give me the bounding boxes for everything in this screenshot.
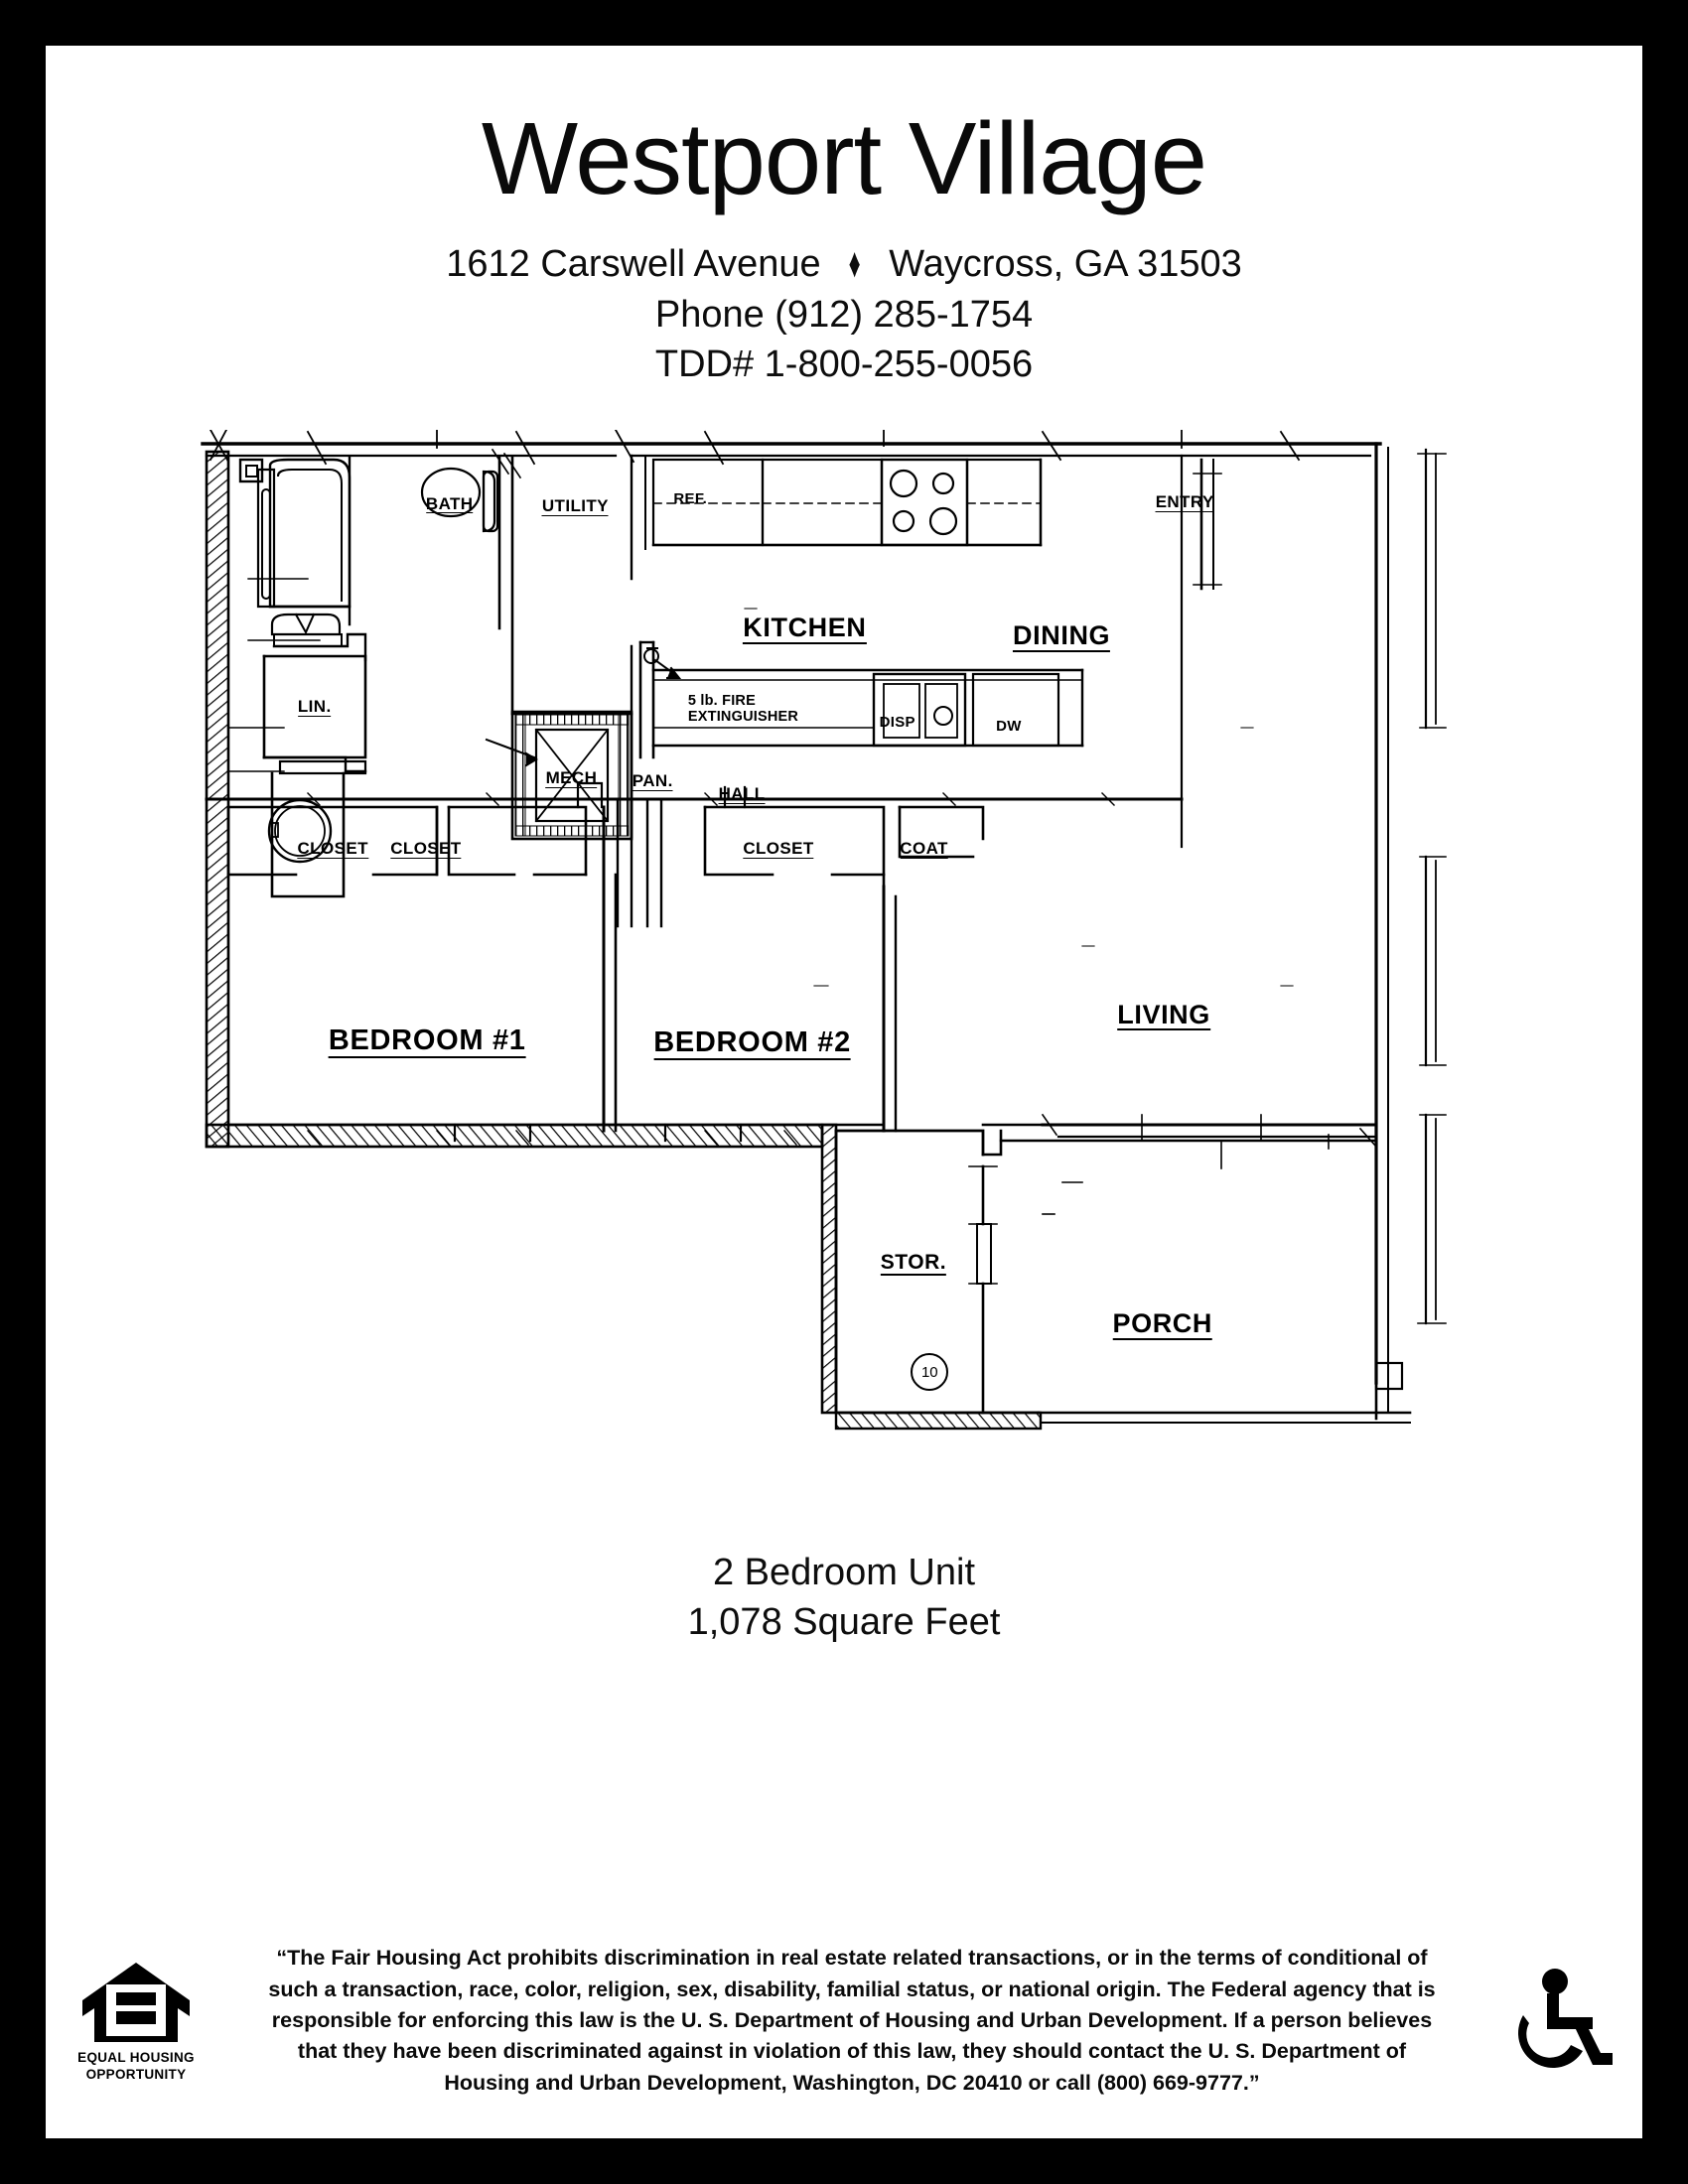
room-label-closet-2: CLOSET [390,839,462,860]
room-label-hall: HALL [718,784,766,805]
wheelchair-icon [1518,1968,1613,2068]
fair-housing-line: that they have been discriminated agains… [297,2039,1407,2064]
plan-caption: 2 Bedroom Unit 1,078 Square Feet [46,1548,1642,1647]
appliance-label-dishwasher: DW [996,717,1022,735]
room-label-bedroom-2: BEDROOM #2 [653,1026,851,1060]
floorplan-drawing: BATH UTILITY ENTRY LIN. MECH PAN. KITCHE… [189,429,1499,1522]
caption-unit-type: 2 Bedroom Unit [712,1551,975,1593]
room-label-closet-3: CLOSET [743,839,814,860]
city-state-zip: Waycross, GA 31503 [889,243,1242,285]
fair-housing-statement: “The Fair Housing Act prohibits discrimi… [207,1943,1497,2099]
eho-line-2: OPPORTUNITY [85,2066,187,2082]
diamond-icon: ♦ [848,240,861,288]
accessibility-logo [1503,1966,1622,2077]
room-label-lin: LIN. [297,697,332,718]
room-label-kitchen: KITCHEN [743,613,867,644]
floorplan-svg [201,429,1447,1430]
fair-housing-line: “The Fair Housing Act prohibits discrimi… [276,1946,1428,1971]
eho-line-1: EQUAL HOUSING [77,2049,195,2065]
room-label-bedroom-1: BEDROOM #1 [328,1024,526,1058]
header-block: Westport Village 1612 Carswell Avenue ♦ … [46,107,1642,390]
room-label-utility: UTILITY [541,495,609,516]
door-tag-storage: 10 [911,1353,949,1392]
fire-extinguisher-note: 5 lb. FIRE EXTINGUISHER [688,693,798,725]
room-label-closet-1: CLOSET [297,839,368,860]
room-label-coat: COAT [900,839,948,860]
room-label-bath: BATH [425,493,474,514]
room-label-pan: PAN. [632,770,673,791]
room-label-stor: STOR. [880,1251,947,1276]
equal-housing-text: EQUAL HOUSING OPPORTUNITY [77,2050,195,2084]
room-label-porch: PORCH [1112,1308,1213,1340]
page-title: Westport Village [481,101,1207,215]
tdd-line: TDD# 1-800-255-0056 [654,343,1034,386]
appliance-label-disposal: DISP [879,713,915,731]
fair-housing-line: Housing and Urban Development, Washingto… [444,2070,1260,2095]
room-label-mech: MECH [545,767,598,788]
document-sheet: Westport Village 1612 Carswell Avenue ♦ … [46,46,1642,2138]
appliance-label-refrigerator: REF. [673,490,708,508]
fire-extinguisher-line-1: 5 lb. FIRE [687,692,756,709]
phone-line: Phone (912) 285-1754 [654,293,1034,336]
footer-block: EQUAL HOUSING OPPORTUNITY “The Fair Hous… [46,1943,1642,2099]
caption-square-feet: 1,078 Square Feet [687,1600,1001,1643]
address-line: 1612 Carswell Avenue ♦ Waycross, GA 3150… [46,239,1642,290]
room-label-entry: ENTRY [1155,492,1214,513]
fire-extinguisher-line-2: EXTINGUISHER [687,708,799,725]
room-label-dining: DINING [1013,620,1111,652]
house-icon [82,1962,190,2042]
equal-housing-logo: EQUAL HOUSING OPPORTUNITY [75,1959,197,2084]
street-address: 1612 Carswell Avenue [446,243,821,285]
room-label-living: LIVING [1117,999,1210,1031]
fair-housing-line: responsible for enforcing this law is th… [271,2007,1433,2032]
fair-housing-line: such a transaction, race, color, religio… [268,1977,1436,2001]
